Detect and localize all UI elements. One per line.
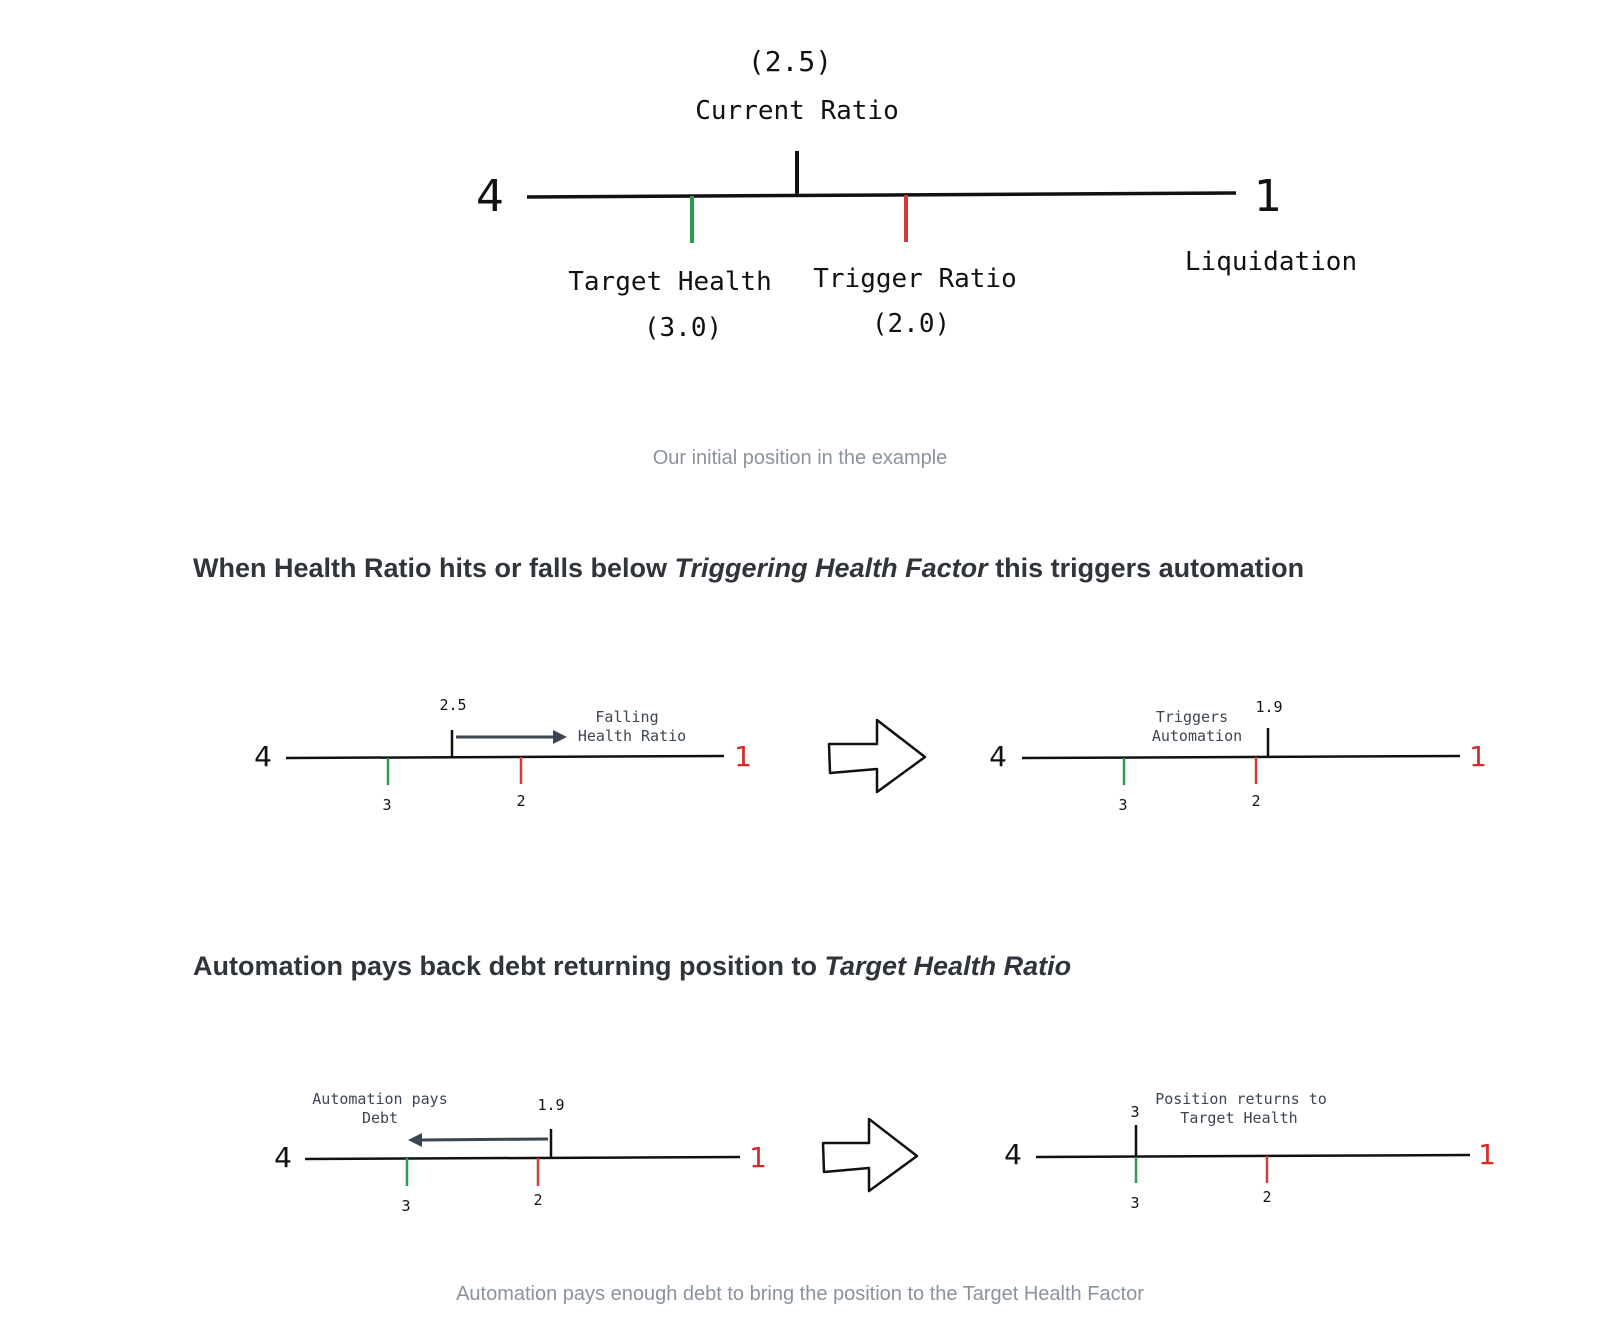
health-scale-line	[1021, 754, 1461, 760]
right-end-label: 1	[749, 1141, 767, 1174]
health-scale-line	[304, 1155, 741, 1161]
current-ratio-value: 1.9	[1255, 698, 1282, 716]
tick-target-value: 3	[401, 1197, 410, 1215]
falling-ratio-diagram: 4 1 2.5 Falling Health Ratio 3 2	[254, 696, 752, 814]
trigger-ratio-value: (2.0)	[872, 309, 950, 339]
target-health-label: Target Health	[568, 267, 772, 297]
right-end-label: 1	[1478, 1138, 1496, 1171]
falling-arrow-head	[553, 730, 567, 744]
current-ratio-value: 3	[1130, 1103, 1139, 1121]
tick-trigger-value: 2	[1251, 792, 1260, 810]
automation-pays-debt-diagram: 4 1 1.9 Automation pays Debt 3 2	[274, 1090, 767, 1215]
tick-target-value: 3	[1130, 1194, 1139, 1212]
current-ratio-value: 1.9	[537, 1096, 564, 1114]
tick-trigger-value: 2	[516, 792, 525, 810]
tick-target-value: 3	[1118, 796, 1127, 814]
left-end-label: 4	[274, 1141, 292, 1174]
note-line-2: Debt	[362, 1109, 398, 1127]
heading-emphasis: Target Health Ratio	[824, 951, 1072, 981]
liquidation-label: Liquidation	[1185, 247, 1357, 277]
right-end-label: 1	[734, 740, 752, 773]
section-heading-repay: Automation pays back debt returning posi…	[193, 951, 1071, 982]
current-ratio-value: (2.5)	[748, 45, 832, 78]
right-end-label: 1	[1469, 740, 1487, 773]
transition-arrow-icon	[821, 1117, 919, 1193]
triggers-automation-diagram: 4 1 1.9 Triggers Automation 3 2	[989, 698, 1487, 814]
note-line-2: Health Ratio	[578, 727, 686, 745]
note-line-2: Target Health	[1180, 1109, 1297, 1127]
transition-arrow-icon	[827, 718, 927, 794]
initial-position-diagram: (2.5) Current Ratio 4 1 Target Health (3…	[476, 45, 1357, 343]
note-line-2: Automation	[1152, 727, 1242, 745]
note-line-1: Triggers	[1156, 708, 1228, 726]
health-scale-line	[1035, 1153, 1471, 1159]
repay-arrow-head	[408, 1133, 422, 1147]
section-heading-trigger: When Health Ratio hits or falls below Tr…	[193, 553, 1304, 584]
current-ratio-value: 2.5	[439, 696, 466, 714]
target-health-value: (3.0)	[644, 313, 722, 343]
left-end-label: 4	[476, 171, 504, 222]
health-scale-line	[285, 754, 725, 760]
heading-text: Automation pays back debt returning posi…	[193, 951, 825, 981]
note-line-1: Position returns to	[1155, 1090, 1327, 1108]
note-line-1: Falling	[595, 708, 658, 726]
tick-trigger-value: 2	[1262, 1188, 1271, 1206]
heading-text: this triggers automation	[987, 553, 1305, 583]
left-end-label: 4	[989, 740, 1007, 773]
figure-caption-initial: Our initial position in the example	[652, 447, 948, 469]
heading-text: When Health Ratio hits or falls below	[193, 553, 675, 583]
note-line-1: Automation pays	[312, 1090, 447, 1108]
figure-caption-automation: Automation pays enough debt to bring the…	[456, 1283, 1144, 1305]
tick-target-value: 3	[382, 796, 391, 814]
right-end-label: 1	[1254, 171, 1282, 222]
heading-emphasis: Triggering Health Factor	[674, 553, 988, 583]
left-end-label: 4	[1004, 1138, 1022, 1171]
repay-arrow-shaft	[419, 1137, 549, 1142]
returns-to-target-diagram: 4 1 3 Position returns to Target Health …	[1004, 1090, 1496, 1212]
health-scale-line	[526, 191, 1237, 199]
current-ratio-label: Current Ratio	[695, 96, 899, 126]
tick-trigger-value: 2	[533, 1191, 542, 1209]
trigger-ratio-label: Trigger Ratio	[813, 264, 1017, 294]
left-end-label: 4	[254, 740, 272, 773]
